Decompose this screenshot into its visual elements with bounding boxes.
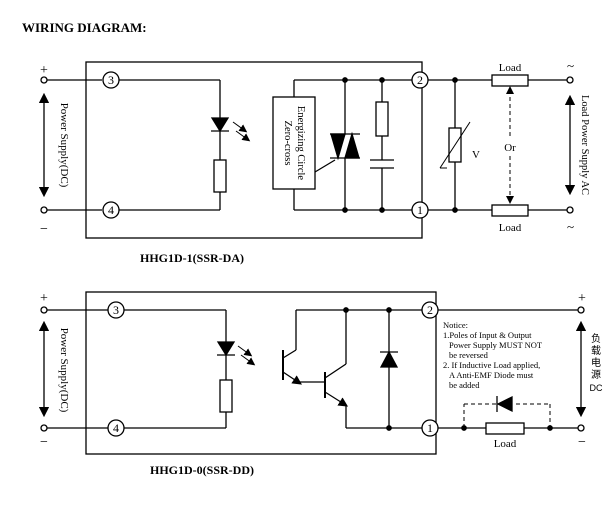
notice-line: A Anti-EMF Diode must xyxy=(449,370,534,380)
ac-top-node xyxy=(566,76,574,84)
notice-line: 1.Poles of Input & Output xyxy=(443,330,532,340)
load-top-da xyxy=(491,74,529,87)
ac-bottom-node xyxy=(566,206,574,214)
triac-icon xyxy=(330,133,346,161)
diagram-ssr-dd-text: + − + − 3 4 2 1 Power Supply(DC) Notice:… xyxy=(40,291,603,477)
led-icon xyxy=(210,117,230,133)
dc-supply-char: 载 xyxy=(591,345,601,357)
dc-supply-vertical-label: 负 载 电 源 DC xyxy=(590,332,603,393)
terminal-label-1-da: 1 xyxy=(417,203,423,217)
dc-plus-node xyxy=(577,306,585,314)
protection-diode-icon xyxy=(379,350,399,368)
notice-line: 2. If Inductive Load applied, xyxy=(443,360,540,370)
led-icon-dd xyxy=(216,341,236,357)
terminal-label-2-dd: 2 xyxy=(427,303,433,317)
diagram-ssr-da xyxy=(38,61,576,239)
dc-supply-char: 源 xyxy=(591,368,601,381)
zero-cross-label-1: Zero-cross xyxy=(282,121,293,166)
load-power-label: Load Power Supply AC xyxy=(579,95,590,195)
terminal-label-3-dd: 3 xyxy=(113,303,119,317)
plus-sign-da: + xyxy=(40,63,48,78)
plus-sign-dd-right: + xyxy=(578,291,586,306)
minus-sign-dd-left: − xyxy=(40,435,48,450)
plus-sign-dd-left: + xyxy=(40,291,48,306)
notice-line: Power Supply MUST NOT xyxy=(449,340,543,350)
tilde-top: ~ xyxy=(567,58,574,73)
input-plus-node-dd xyxy=(40,306,48,314)
input-minus-node xyxy=(40,206,48,214)
input-resistor-dd xyxy=(219,379,233,413)
tilde-bottom: ~ xyxy=(567,219,574,234)
power-supply-label-da: Power Supply(DC) xyxy=(58,103,70,188)
diagram-ssr-dd xyxy=(38,291,587,455)
dc-supply-char: 负 xyxy=(591,332,601,345)
load-label-dd: Load xyxy=(494,438,517,450)
minus-sign-dd-right: − xyxy=(578,435,586,450)
power-supply-label-dd: Power Supply(DC) xyxy=(58,328,70,413)
load-top-label-da: Load xyxy=(499,62,522,74)
snubber-resistor xyxy=(375,101,389,137)
input-resistor xyxy=(213,159,227,193)
dc-label: DC xyxy=(590,383,603,393)
zero-cross-label-2: Energizing Circle xyxy=(295,106,306,180)
relay-body-da xyxy=(85,61,423,239)
terminal-label-4-da: 4 xyxy=(108,203,114,217)
dc-minus-node xyxy=(577,424,585,432)
terminal-label-3-da: 3 xyxy=(108,73,114,87)
notice-line: Notice: xyxy=(443,320,468,330)
model-label-dd: HHG1D-0(SSR-DD) xyxy=(150,463,254,477)
load-bottom-label-da: Load xyxy=(499,222,522,234)
dc-supply-char: 电 xyxy=(591,356,601,369)
zero-cross-block xyxy=(272,96,316,190)
terminal-label-1-dd: 1 xyxy=(427,421,433,435)
notice-line: be added xyxy=(449,380,480,390)
terminal-label-4-dd: 4 xyxy=(113,421,119,435)
anti-emf-diode-icon xyxy=(496,395,513,413)
v-label: V xyxy=(472,149,480,161)
model-label-da: HHG1D-1(SSR-DA) xyxy=(140,251,244,265)
diagram-ssr-da-text: + − ~ ~ 3 4 2 1 Power Supply(DC) Zero-cr… xyxy=(40,58,590,265)
minus-sign-da: − xyxy=(40,222,48,237)
notice-line: be reversed xyxy=(449,350,489,360)
relay-body-dd xyxy=(85,291,437,455)
load-bottom-da xyxy=(491,204,529,217)
input-minus-node-dd xyxy=(40,424,48,432)
notice-block: Notice: 1.Poles of Input & Output Power … xyxy=(443,320,543,390)
terminal-label-2-da: 2 xyxy=(417,73,423,87)
or-label: Or xyxy=(504,142,516,154)
page-title: WIRING DIAGRAM: xyxy=(22,20,147,35)
anti-emf-diode-branch xyxy=(463,403,551,428)
load-dd xyxy=(485,422,525,435)
